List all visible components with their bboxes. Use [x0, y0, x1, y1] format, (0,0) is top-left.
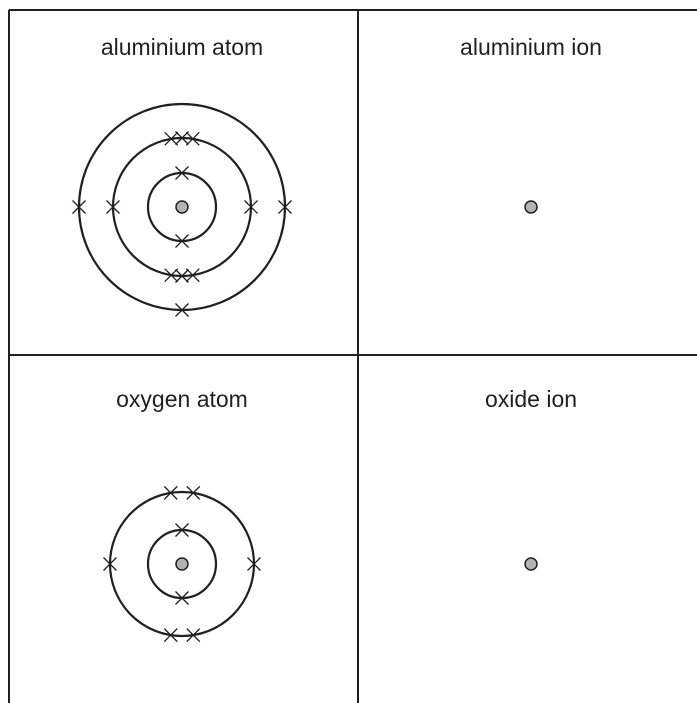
electron-cross [186, 628, 201, 643]
oxide-ion-nucleus [524, 557, 538, 571]
electron-cross [185, 268, 200, 283]
table-grid [8, 9, 697, 703]
electron-cross [278, 200, 292, 214]
electron-cross [175, 591, 189, 605]
panel-oxygen-atom: oxygen atom [103, 386, 261, 643]
electron-cross [247, 557, 261, 571]
electron-cross [72, 200, 86, 214]
electron-cross [164, 131, 179, 146]
electron-cross [175, 234, 189, 248]
electron-cross [185, 131, 200, 146]
electron-cross [175, 523, 189, 537]
electron-cross [175, 269, 189, 283]
electron-cross [186, 485, 201, 500]
nucleus [175, 200, 189, 214]
electron-cross [163, 628, 178, 643]
oxide-ion-title: oxide ion [485, 386, 577, 412]
electron-cross [164, 268, 179, 283]
aluminium-ion-nucleus [524, 200, 538, 214]
panel-aluminium-ion: aluminium ion [460, 34, 602, 214]
electron-cross [175, 303, 189, 317]
panel-aluminium-atom: aluminium atom [72, 34, 292, 317]
aluminium-ion-title: aluminium ion [460, 34, 602, 60]
electron-cross [103, 557, 117, 571]
nucleus [175, 557, 189, 571]
oxygen-atom-diagram [103, 485, 261, 643]
electron-cross [163, 485, 178, 500]
aluminium-atom-title: aluminium atom [101, 34, 263, 60]
electron-cross [175, 166, 189, 180]
electron-cross [175, 131, 189, 145]
aluminium-atom-diagram [72, 102, 292, 317]
electron-cross [244, 200, 258, 214]
oxygen-atom-title: oxygen atom [116, 386, 248, 412]
panel-oxide-ion: oxide ion [485, 386, 577, 571]
electron-cross [106, 200, 120, 214]
